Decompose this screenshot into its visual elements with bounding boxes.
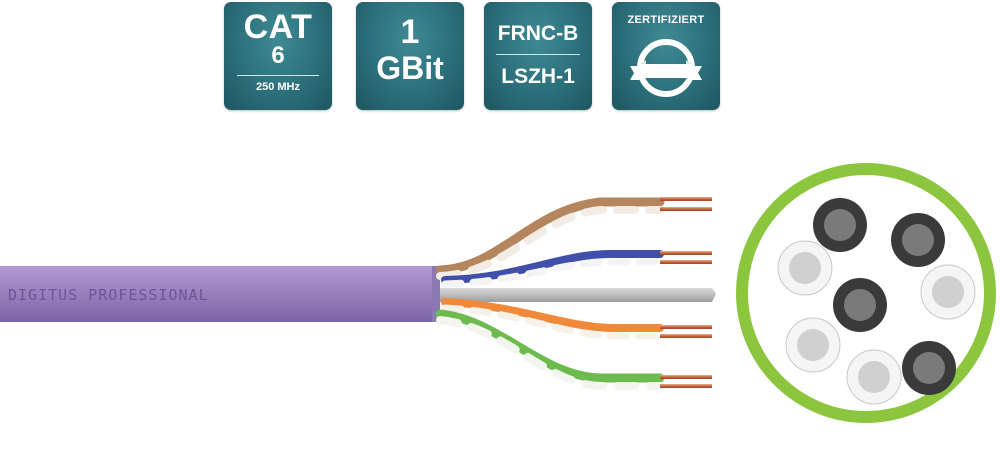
badge-certified-label: ZERTIFIZIERT [627, 14, 705, 26]
badge-speed-value: 1 [400, 13, 420, 51]
conductor-dark-4 [902, 341, 956, 395]
badge-frequency: 250 MHz [255, 81, 301, 93]
wire-pair-blue [441, 250, 712, 288]
cable-jacket-end [432, 266, 440, 322]
badge-fire-line1: FRNC-B [497, 22, 579, 45]
wire-pair-brown [435, 197, 712, 280]
cable-illustration: DIGITUS PROFESSIONAL [0, 197, 716, 390]
wire-pair-orange [441, 298, 712, 340]
badge-speed-unit: GBit [376, 50, 444, 86]
cable-jacket-print: DIGITUS PROFESSIONAL [8, 286, 209, 304]
conductor-dark-2 [891, 213, 945, 267]
badge-cat-value: 6 [271, 42, 285, 69]
cable-cross-section [736, 163, 996, 423]
conductor-light-3 [785, 317, 841, 373]
cable-jacket [0, 266, 438, 322]
conductor-dark-3 [833, 278, 887, 332]
conductor-light-1 [777, 240, 833, 296]
conductor-light-2 [920, 264, 976, 320]
cat6-badge: CAT 6 250 MHz [224, 2, 332, 110]
certified-badge: ZERTIFIZIERT [612, 2, 720, 110]
gbit-badge: 1 GBit [356, 2, 464, 110]
badge-divider [496, 54, 580, 55]
conductor-light-4 [846, 349, 902, 405]
cable-separator [440, 288, 716, 302]
badge-cat-title: CAT [243, 8, 313, 46]
certificate-seal-icon [630, 39, 702, 97]
badge-fire-line2: LSZH-1 [501, 65, 575, 88]
badge-divider [237, 75, 319, 76]
fire-rating-badge: FRNC-B LSZH-1 [484, 2, 592, 110]
conductor-dark-1 [813, 198, 867, 252]
wire-pair-green [435, 309, 712, 390]
